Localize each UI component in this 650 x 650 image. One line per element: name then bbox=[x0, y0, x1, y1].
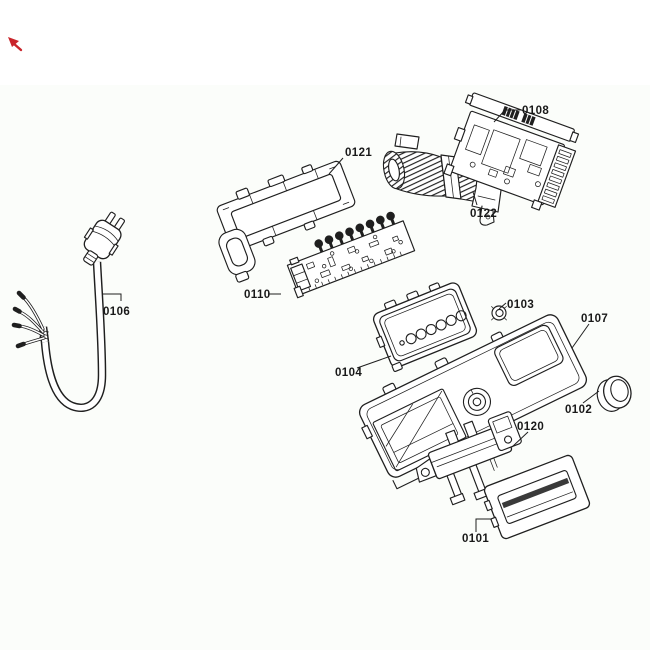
power-plug bbox=[83, 211, 126, 266]
label-0103: 0103 bbox=[507, 299, 534, 311]
label-0107: 0107 bbox=[581, 313, 608, 325]
leader-0107 bbox=[571, 323, 590, 349]
part-display-pcb bbox=[286, 211, 416, 299]
label-0102: 0102 bbox=[565, 404, 592, 416]
leader-0106 bbox=[103, 293, 122, 301]
label-0121: 0121 bbox=[345, 147, 372, 159]
part-control-module bbox=[443, 92, 580, 211]
part-support-frame bbox=[216, 160, 356, 283]
label-0108: 0108 bbox=[522, 105, 549, 117]
label-0101: 0101 bbox=[462, 533, 489, 545]
part-drawer-front bbox=[483, 454, 591, 540]
part-button-panel bbox=[372, 282, 478, 373]
label-0120: 0120 bbox=[517, 421, 544, 433]
orientation-arrow-icon bbox=[8, 37, 23, 52]
label-0104: 0104 bbox=[335, 367, 362, 379]
label-0106: 0106 bbox=[103, 306, 130, 318]
leader-0102 bbox=[582, 390, 600, 404]
leader-0108 bbox=[493, 109, 521, 123]
part-grommet bbox=[491, 305, 507, 321]
leader-0121 bbox=[328, 157, 344, 175]
leader-0103 bbox=[498, 302, 507, 310]
leader-0122 bbox=[472, 191, 478, 206]
frame-end-cap bbox=[218, 228, 256, 283]
part-handle-bracket bbox=[415, 411, 522, 506]
label-0122: 0122 bbox=[470, 208, 497, 220]
leader-0120 bbox=[511, 431, 529, 448]
part-power-cord bbox=[11, 211, 126, 412]
leader-0101 bbox=[475, 518, 492, 532]
part-ribbed-component bbox=[382, 133, 503, 226]
label-0110: 0110 bbox=[244, 289, 271, 301]
part-knob bbox=[596, 375, 632, 412]
leader-0104 bbox=[356, 355, 392, 369]
